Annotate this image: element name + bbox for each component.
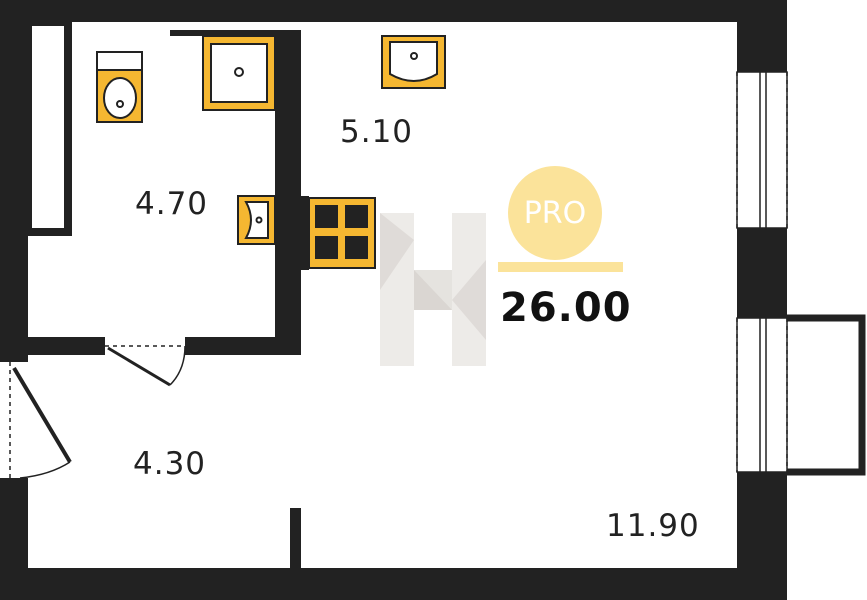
bathroom-sink-icon (237, 195, 276, 245)
living-area-label: 11.90 (606, 508, 700, 544)
hallway-area-label: 4.30 (133, 446, 207, 482)
storage-niche (24, 18, 72, 236)
pro-badge-text: PRO (523, 196, 587, 231)
balcony (787, 314, 866, 476)
window-upper (736, 71, 788, 229)
kitchen-sink-icon (381, 35, 446, 89)
vent-shaft (80, 22, 160, 42)
entrance-door (9, 362, 72, 479)
shower-icon (202, 35, 276, 111)
walls (0, 0, 787, 600)
pro-underline (498, 262, 623, 272)
pro-badge: PRO (508, 166, 602, 260)
watermark-logo (380, 213, 486, 366)
kitchen-area-label: 5.10 (340, 114, 414, 150)
toilet-icon (96, 51, 143, 123)
stove-icon (308, 197, 376, 269)
bathroom-door (105, 345, 186, 387)
bathroom-area-label: 4.70 (135, 186, 209, 222)
total-area: 26.00 (500, 285, 632, 331)
window-lower (736, 317, 788, 473)
